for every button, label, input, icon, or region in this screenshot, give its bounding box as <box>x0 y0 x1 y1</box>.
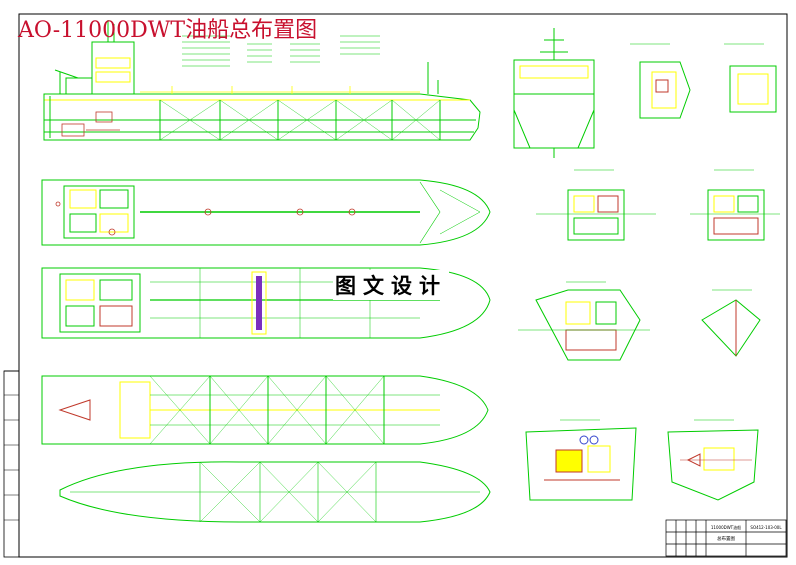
bridge-deck-plan <box>630 43 691 119</box>
midship-section <box>513 28 595 158</box>
profile-engine-room <box>61 111 120 137</box>
side-strip <box>3 370 20 558</box>
title-block <box>665 519 787 557</box>
title-block-name: 总布置图 <box>717 535 735 542</box>
watermark: 图文设计 <box>333 270 449 300</box>
profile-view <box>43 20 481 141</box>
upper-deck-details <box>55 201 356 236</box>
engine-room-plan-2 <box>667 419 759 501</box>
upper-deck-plan <box>41 179 491 246</box>
forecastle-deck-plan <box>518 281 650 361</box>
cargo-tank-plan <box>41 375 489 445</box>
title-block-project: 11000DWT油船 <box>711 524 741 530</box>
poop-deck-plan <box>690 169 780 241</box>
profile-deck-piping <box>140 86 420 94</box>
drawing-frame <box>18 13 788 558</box>
double-bottom-plan <box>59 461 491 523</box>
manifold-area <box>251 271 267 335</box>
engine-room-plan-1 <box>525 419 637 501</box>
compass-deck-plan <box>724 43 777 113</box>
title-block-drawing-number: SO412-103-00L <box>750 525 782 530</box>
bow-platform-plan <box>701 289 761 357</box>
main-particulars-table <box>182 35 380 67</box>
boat-deck-plan <box>536 169 656 241</box>
drawing-title: AO-11000DWT油船总布置图 <box>18 18 318 43</box>
